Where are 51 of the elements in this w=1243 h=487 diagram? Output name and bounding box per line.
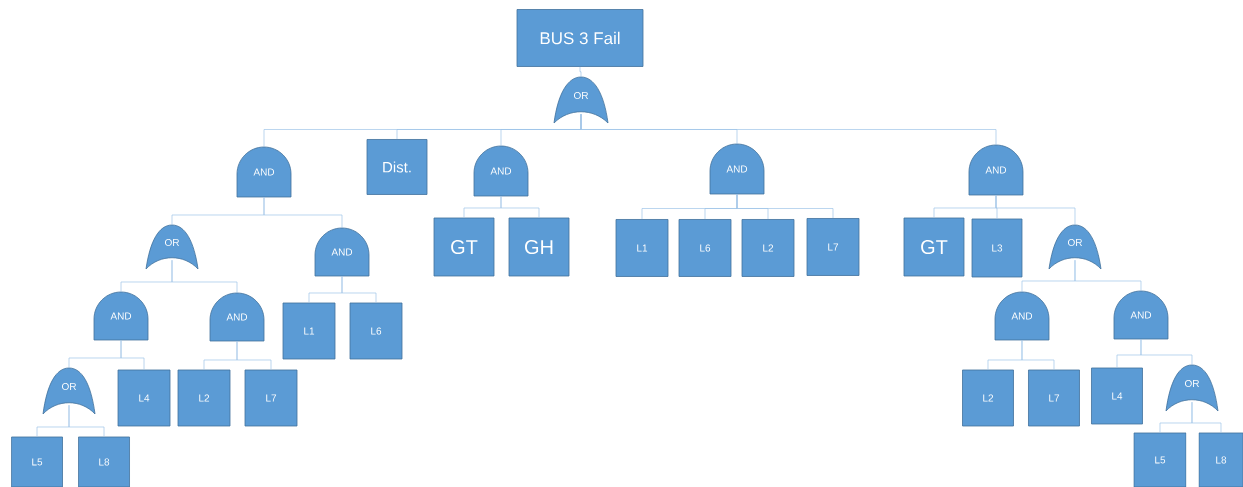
- event-box: L8: [1198, 432, 1243, 487]
- connector-line: [736, 193, 834, 219]
- connector-line: [236, 340, 272, 370]
- and-gate: AND: [1113, 290, 1169, 340]
- connector-line: [341, 275, 377, 303]
- or-gate: OR: [553, 76, 609, 124]
- and-gate: AND: [209, 292, 265, 342]
- connector-line: [995, 194, 1076, 226]
- and-gate: AND: [236, 146, 292, 198]
- event-box: Dist.: [366, 139, 428, 195]
- or-gate: OR: [1048, 224, 1102, 270]
- and-gate: AND: [93, 291, 149, 341]
- connector-line: [580, 113, 997, 146]
- and-gate: AND: [994, 291, 1050, 341]
- event-box: GH: [508, 217, 570, 277]
- event-box: L8: [78, 436, 130, 487]
- event-box: L4: [1091, 367, 1143, 425]
- event-box: L6: [349, 302, 403, 360]
- event-box: L5: [1133, 432, 1187, 487]
- event-box: L5: [11, 436, 63, 487]
- or-gate: OR: [42, 367, 96, 415]
- connector-line: [68, 404, 105, 437]
- event-box: L4: [117, 369, 171, 427]
- and-gate: AND: [968, 144, 1024, 196]
- connector-line: [1191, 401, 1222, 433]
- event-box: L3: [971, 218, 1023, 278]
- event-box: L7: [1028, 369, 1080, 427]
- event-box: L2: [177, 369, 231, 427]
- event-box: L6: [678, 219, 732, 277]
- and-gate: AND: [709, 143, 765, 195]
- event-box: L1: [615, 219, 669, 277]
- and-gate: AND: [314, 227, 370, 277]
- or-gate: OR: [1165, 364, 1219, 412]
- event-box: BUS 3 Fail: [516, 9, 644, 67]
- event-box: L7: [244, 369, 298, 427]
- connector-line: [500, 195, 540, 218]
- connector-line: [120, 339, 145, 370]
- and-gate: AND: [473, 145, 529, 197]
- or-gate: OR: [145, 224, 199, 270]
- event-box: GT: [903, 217, 965, 277]
- event-box: L2: [741, 219, 795, 277]
- connector-line: [579, 66, 582, 78]
- connector-line: [1140, 338, 1193, 366]
- connector-line: [1021, 339, 1055, 370]
- connector-line: [171, 259, 238, 294]
- connector-line: [1074, 259, 1142, 292]
- connector-line: [263, 196, 343, 229]
- event-box: L7: [806, 218, 860, 276]
- event-box: L1: [282, 302, 336, 360]
- event-box: L2: [962, 369, 1014, 427]
- event-box: GT: [433, 217, 495, 277]
